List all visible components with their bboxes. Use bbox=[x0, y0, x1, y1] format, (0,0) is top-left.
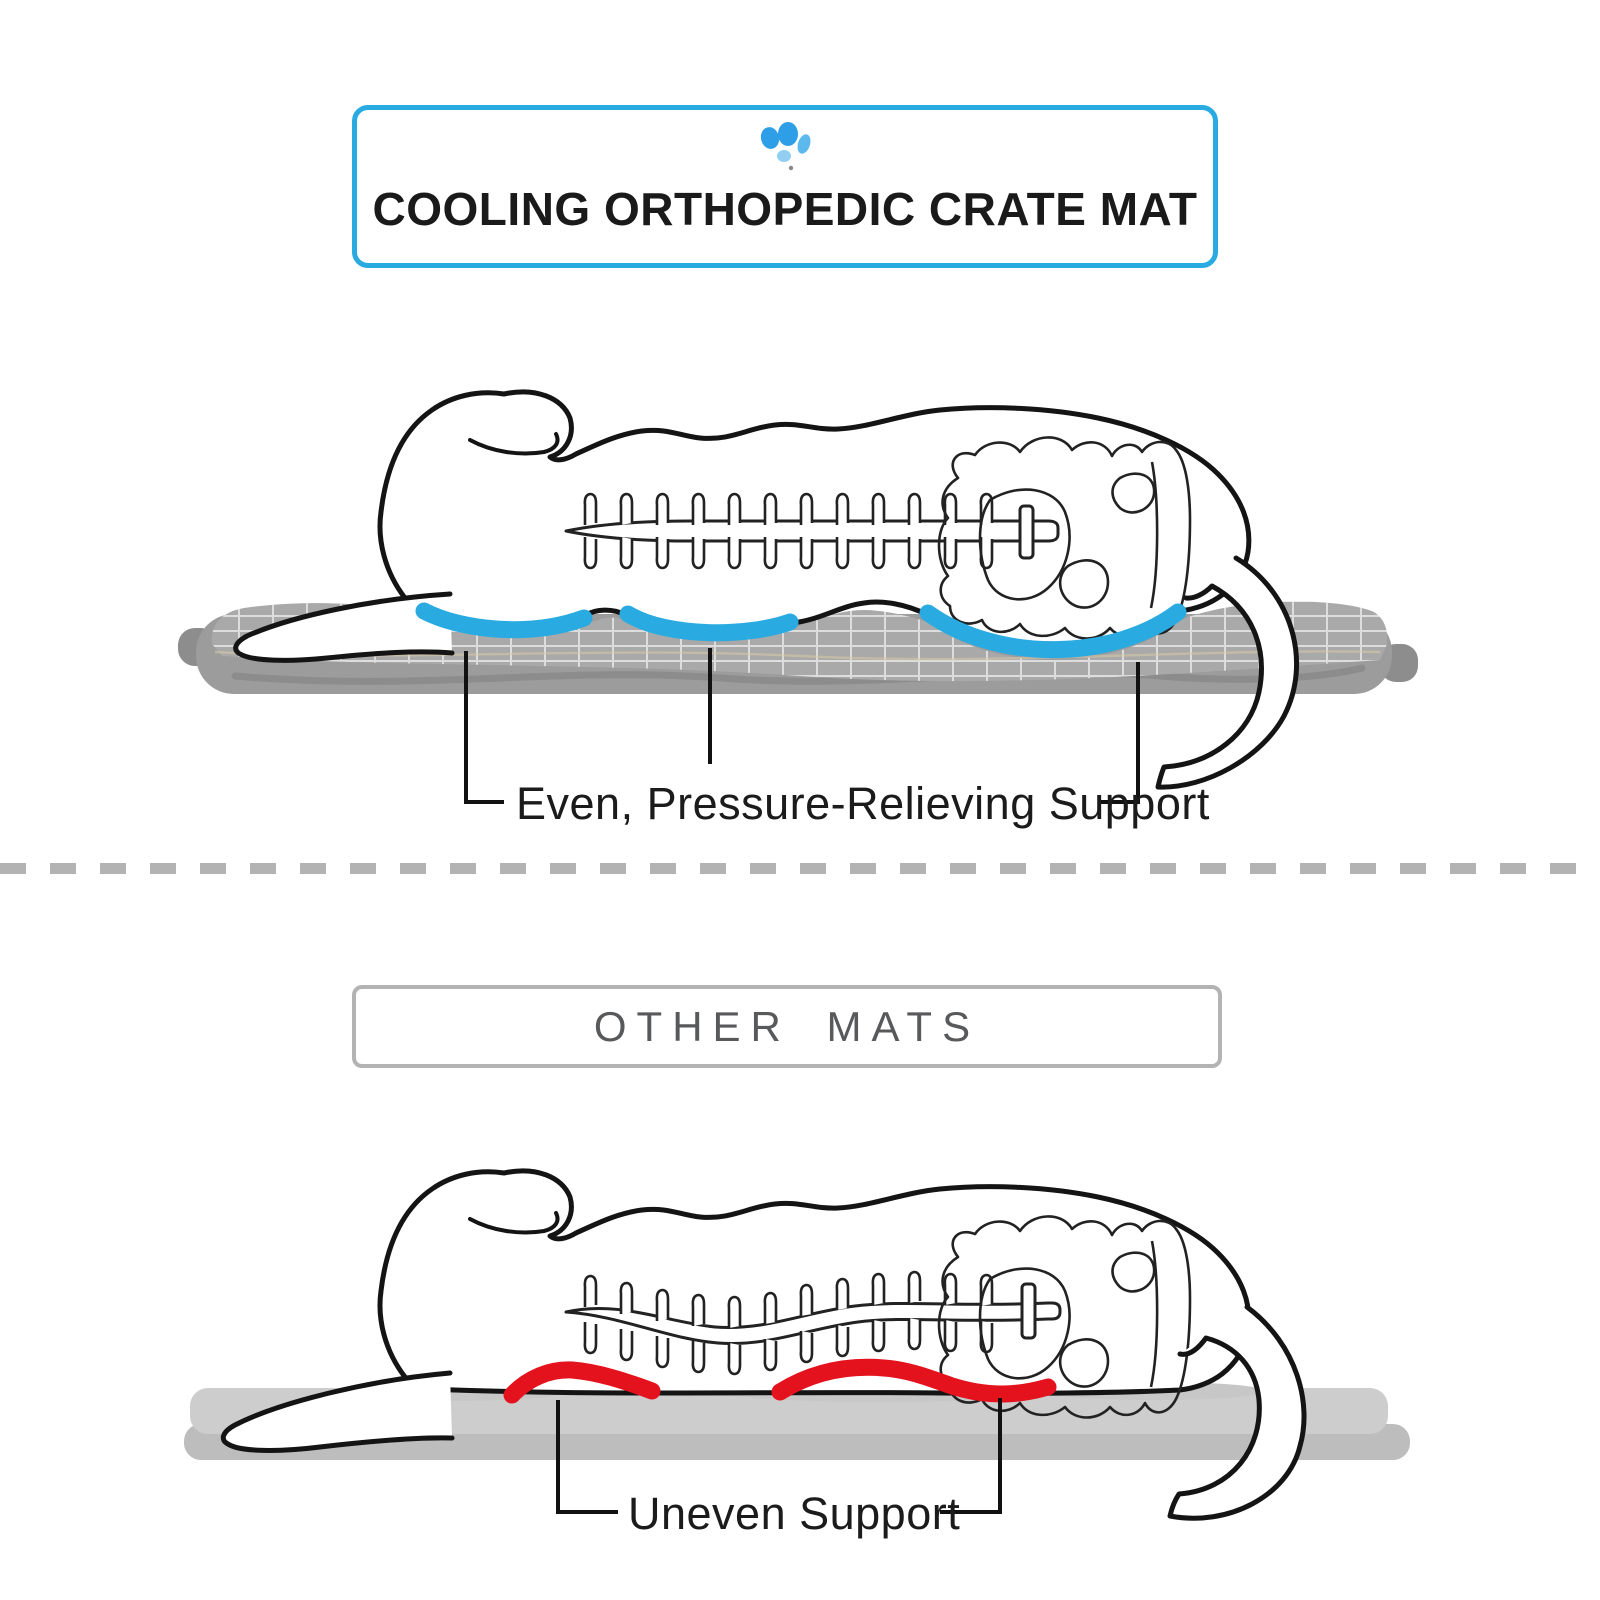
dog-illustration bbox=[233, 389, 1299, 790]
front-leg bbox=[220, 1370, 455, 1453]
dashed-divider bbox=[0, 863, 1600, 874]
uneven-support-label: Uneven Support bbox=[628, 1488, 961, 1539]
cooling-mat-diagram bbox=[178, 389, 1418, 804]
uneven-support-highlights bbox=[503, 1358, 1057, 1404]
skeleton-spine-straight bbox=[564, 436, 1192, 640]
even-support-highlights bbox=[415, 602, 1187, 659]
other-mats-diagram bbox=[184, 1168, 1410, 1521]
callout-lines-top bbox=[464, 648, 1140, 804]
tail bbox=[1155, 555, 1299, 790]
skeleton-spine-wavy bbox=[564, 1215, 1192, 1419]
tail bbox=[1167, 1304, 1307, 1521]
page-title: COOLING ORTHOPEDIC CRATE MAT bbox=[372, 183, 1198, 235]
paw-icon bbox=[760, 122, 811, 171]
front-leg bbox=[233, 591, 455, 663]
dog-illustration-sagging bbox=[220, 1168, 1307, 1521]
flat-mat bbox=[184, 1382, 1410, 1460]
other-mats-title: OTHER MATS bbox=[593, 1002, 981, 1050]
mat-mesh-texture bbox=[211, 601, 1388, 682]
ear-fold-line bbox=[468, 1211, 560, 1235]
ear-fold-line bbox=[468, 432, 560, 456]
callout-lines-bottom bbox=[556, 1398, 1002, 1514]
product-title-box: COOLING ORTHOPEDIC CRATE MAT bbox=[352, 105, 1218, 268]
even-support-label: Even, Pressure-Relieving Support bbox=[516, 778, 1210, 829]
other-mats-box: OTHER MATS bbox=[352, 985, 1222, 1068]
